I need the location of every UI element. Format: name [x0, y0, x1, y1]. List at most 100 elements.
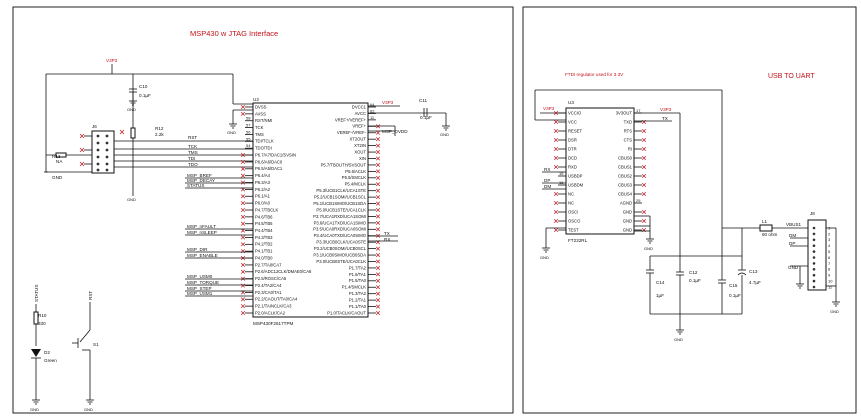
u2-right-name-1: AVCC: [355, 111, 366, 116]
net-tck: TCK: [188, 144, 198, 149]
u2-left-nc-mark-b-8: [240, 159, 246, 164]
u2-right-name-10: P5.6/ACLK: [345, 169, 366, 174]
u3-right-nc-mark-b-9: [641, 191, 647, 197]
ground-icon: [129, 100, 137, 106]
u2-left-name-11: P6.3/A3: [255, 180, 271, 185]
u3-right-nc-mark-b-3: [641, 137, 647, 143]
u2-right-name-7: XOUT: [354, 149, 366, 154]
u2-left-pins: DVSSAVSSRST/NMI58TCK57TMS56TDI/TCLK55TDO…: [240, 104, 312, 315]
u2-right-nc-mark-b-12: [375, 182, 381, 187]
c12-value: 0.1µF: [689, 278, 701, 283]
u3-right-num-0: 17: [636, 108, 641, 113]
u2-right-num-1: 62: [370, 108, 375, 113]
u3-left-nc-mark-b-10: [553, 200, 559, 206]
u2-left-name-9: P6.5/A5/DAC1: [255, 166, 283, 171]
s1-ref: S1: [93, 342, 99, 347]
u2-left-nc-mark-b-16: [240, 214, 246, 219]
u2-right-nc-mark-b-23: [375, 253, 381, 258]
svg-text:GND: GND: [30, 407, 39, 412]
r10-value: 330: [38, 321, 46, 326]
j8-pin-10: 11: [828, 284, 833, 289]
u2-left-nc-mark-b-1: [240, 111, 246, 116]
ground-icon: [542, 247, 550, 253]
c15-ref: C15: [729, 283, 738, 288]
u2-left-name-16: P4.6/TB6: [255, 214, 273, 219]
net-msp-step: MSP_STEP: [187, 286, 212, 291]
u3-left-name-5: DCD: [568, 155, 577, 160]
u2-left-name-30: P2.0/ACLK/CA2: [255, 310, 286, 315]
c12-ref: C12: [689, 270, 698, 275]
ftdi-note: FTDI regulator used for 3.3V: [565, 72, 624, 77]
u2-left-nc-mark-b-13: [240, 194, 246, 199]
u3-right-nc-mark-b-11: [641, 209, 647, 215]
u2-left-name-15: P4.7/TBCLK: [255, 207, 278, 212]
u2-right-nc-mark-b-22: [375, 246, 381, 251]
u2-right-name-22: P3.2/UCB0SOMI/UCB0SCL: [314, 246, 367, 251]
left-sheet-border: [12, 6, 514, 414]
u2-right-name-27: P1.5/TA0: [349, 278, 367, 283]
svg-text:GND: GND: [84, 407, 93, 412]
c14-value: 1µF: [656, 293, 664, 298]
u2-right-name-2: VREF+/VEREF+: [335, 117, 367, 122]
net-tx-u3: TX: [662, 116, 668, 121]
net-msp-bref: MSP_BREF: [187, 173, 212, 178]
u2-right-name-0: DVCC1: [352, 104, 367, 109]
net-j8-gnd: GND: [788, 265, 799, 270]
u3-left-name-12: OSCO: [568, 218, 581, 223]
u2-right-nc-mark-b-7: [375, 150, 381, 155]
j8-pin-5: 6: [828, 255, 831, 260]
u2-left-name-2: RST/NMI: [255, 118, 272, 123]
u2-right-name-3: VREF+: [352, 124, 366, 129]
u3-left-nc-mark-b-3: [553, 137, 559, 143]
ground-icon: [86, 399, 94, 405]
u2-left-nc-mark-b-9: [240, 166, 246, 171]
c10-ref: C10: [139, 84, 148, 89]
u2-left-nc-mark-b-24: [240, 269, 246, 274]
u3-left-num-8: 16: [559, 180, 564, 185]
svg-text:GND: GND: [440, 132, 449, 137]
svg-text:GND: GND: [674, 337, 683, 342]
u2-left-nc-mark-b-11: [240, 180, 246, 185]
u2-left-nc-mark-b-10: [240, 173, 246, 178]
u3-left-name-1: VCC: [568, 119, 577, 124]
ground-icon: [676, 329, 684, 335]
u3-left-nc-mark-b-5: [553, 155, 559, 161]
u2-right-name-17: P3.7/UCA1RXD/UCA1SOMI: [313, 214, 366, 219]
u2-left-name-13: P6.1/A1: [255, 194, 271, 199]
u2-left-name-22: P4.0/TB0: [255, 255, 273, 260]
u3-right-name-1: TXD: [624, 119, 632, 124]
u3-left-nc-mark-b-0: [553, 110, 559, 116]
u2-right-nc-mark-b-11: [375, 175, 381, 180]
r12-ref: R12: [155, 126, 164, 131]
u2-left-name-7: P6.7/A7/DAC1/SVSIN: [255, 152, 296, 157]
net-msp-torque: MSP_TORQUE: [187, 280, 219, 285]
u2-left-nc-mark-b-14: [240, 201, 246, 206]
u3-right-name-9: CBUS4: [618, 191, 633, 196]
u2-right-name-15: P5.1/UCB1SIMO/UCB1SDA: [313, 201, 366, 206]
u3-right-nc-mark-b-4: [641, 146, 647, 152]
u2-left-nc-mark-b-26: [240, 283, 246, 288]
u2-right-nc-mark-b-29: [375, 291, 381, 296]
j6-jtag-header: [91, 130, 115, 174]
u3-left-name-6: RXD: [568, 164, 577, 169]
u2-left-name-19: P4.3/TB3: [255, 235, 273, 240]
u2-right-nc-mark-b-19: [375, 227, 381, 232]
svg-text:GND: GND: [830, 309, 839, 314]
c14-ref: C14: [656, 280, 665, 285]
svg-text:GND: GND: [227, 130, 236, 135]
net-msp-nsleep: MSP_nSLEEP: [187, 230, 217, 235]
u2-right-name-28: P1.4/SMCLK: [342, 285, 366, 290]
right-sheet-title: USB TO UART: [768, 73, 815, 80]
u2-left-nc-mark-b-28: [240, 297, 246, 302]
net-msp-nfault: MSP_nFAULT: [187, 224, 216, 229]
u2-left-nc-mark-b-7: [240, 153, 246, 158]
j8-pin-1: 2: [828, 231, 831, 236]
net-dp-u3: DP: [544, 178, 550, 183]
u2-right-nc-mark-b-26: [375, 272, 381, 277]
j8-pin-dot-5: [812, 256, 816, 259]
u3-right-name-7: CBUS2: [618, 173, 633, 178]
u3-right-nc-mark-b-12: [641, 218, 647, 224]
u3-right-name-12: GND: [623, 218, 632, 223]
u2-left-name-0: DVSS: [255, 104, 267, 109]
